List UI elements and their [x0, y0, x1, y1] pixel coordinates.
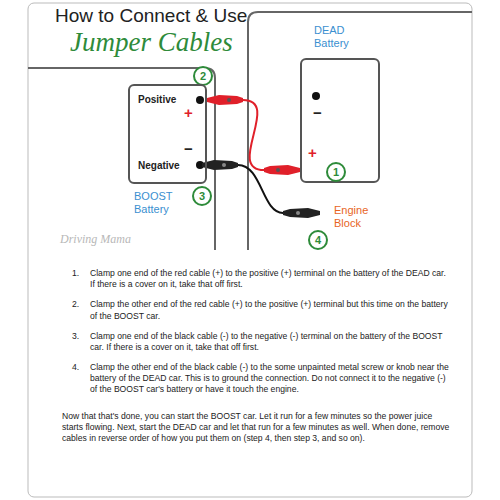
callout-circle: 4 — [308, 230, 328, 250]
boost-battery: Positive+Negative−BOOST Battery — [128, 84, 207, 184]
step-text: Clamp the other end of the red cable (+)… — [90, 299, 450, 321]
subtitle: Jumper Cables — [70, 27, 233, 58]
polarity-sign: + — [308, 144, 317, 161]
callout-circle: 3 — [192, 186, 212, 206]
polarity-sign: + — [184, 104, 193, 121]
positive-terminal — [196, 96, 204, 104]
step-text: Clamp one end of the red cable (+) to th… — [90, 268, 450, 290]
callout-number: 3 — [199, 191, 205, 202]
callout-number: 2 — [200, 71, 206, 82]
watermark: Driving Mama — [60, 232, 131, 247]
polarity-sign: − — [184, 140, 193, 157]
red-cable — [207, 95, 300, 175]
step-number: 2. — [72, 299, 79, 310]
step-number: 1. — [72, 268, 79, 279]
dead-car-outline — [248, 12, 472, 250]
callout-number: 1 — [333, 167, 339, 178]
black-cable — [202, 160, 320, 218]
step-text: Clamp one end of the black cable (-) to … — [90, 331, 450, 353]
callout-circle: 2 — [193, 66, 213, 86]
polarity-sign: − — [313, 104, 322, 121]
step-text: Clamp the other end of the black cable (… — [90, 362, 450, 396]
part-label: Engine Block — [334, 204, 380, 230]
dead-terminal — [312, 92, 320, 100]
callout-circle: 1 — [326, 162, 346, 182]
step-number: 3. — [72, 331, 79, 342]
terminal-label: Negative — [138, 160, 180, 171]
battery-label: DEAD Battery — [314, 24, 374, 50]
terminal-label: Positive — [138, 94, 176, 105]
step-number: 4. — [72, 362, 79, 373]
step-text: Now that that's done, you can start the … — [62, 411, 450, 445]
page-border — [28, 3, 472, 497]
boost-car-outline — [28, 68, 215, 250]
title: How to Connect & Use — [55, 5, 247, 27]
battery-label: BOOST Battery — [134, 190, 190, 216]
callout-number: 4 — [315, 235, 321, 246]
